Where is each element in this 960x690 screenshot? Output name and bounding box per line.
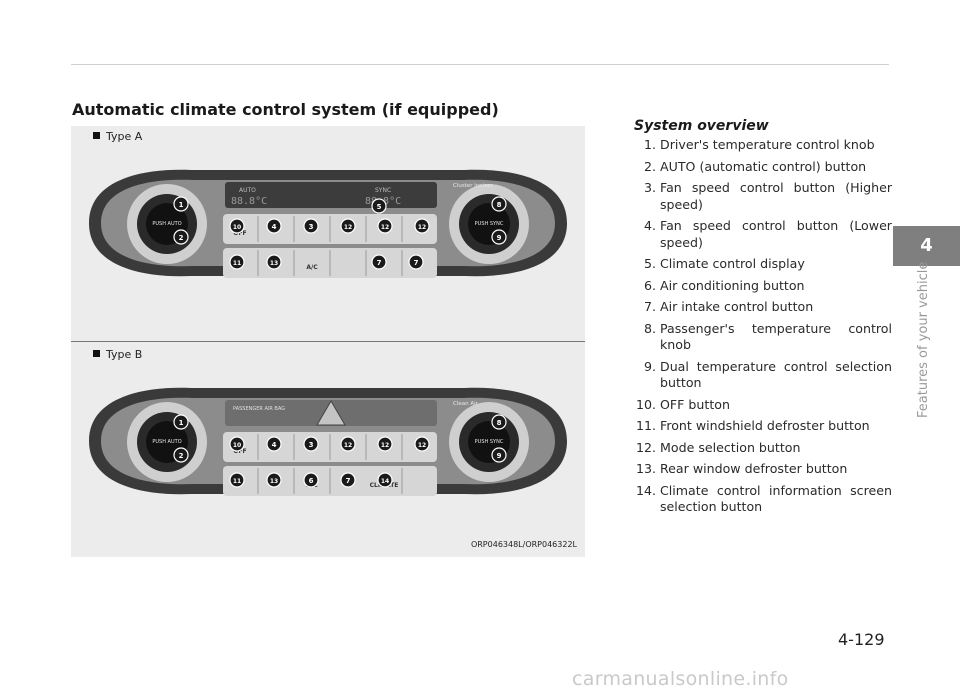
list-item: 13.Rear window defroster button bbox=[635, 461, 848, 476]
svg-text:7: 7 bbox=[346, 477, 351, 485]
type-b-label: Type B bbox=[93, 348, 142, 361]
svg-text:7: 7 bbox=[377, 259, 382, 267]
svg-text:12: 12 bbox=[381, 442, 389, 449]
list-item: 11.Front windshield defroster button bbox=[635, 418, 870, 433]
svg-text:5: 5 bbox=[377, 203, 382, 211]
chapter-title-vertical: Features of your vehicle bbox=[916, 262, 931, 419]
svg-text:11: 11 bbox=[233, 260, 241, 267]
svg-text:12: 12 bbox=[381, 224, 389, 231]
svg-text:PUSH SYNC: PUSH SYNC bbox=[475, 221, 504, 227]
svg-text:6: 6 bbox=[309, 477, 314, 485]
list-item: 4.Fan speed control button (Lower speed) bbox=[643, 218, 892, 250]
svg-text:1: 1 bbox=[179, 201, 184, 209]
bullet-square-icon bbox=[93, 132, 100, 139]
svg-text:14: 14 bbox=[381, 478, 389, 485]
list-item: 10.OFF button bbox=[635, 396, 730, 412]
climate-control-figure: Type A PUSH AUTO PUSH SYNC AUTO SYNC 88.… bbox=[71, 126, 585, 557]
svg-text:12: 12 bbox=[344, 224, 352, 231]
svg-text:2: 2 bbox=[179, 234, 184, 242]
svg-text:1: 1 bbox=[179, 419, 184, 427]
svg-text:PUSH AUTO: PUSH AUTO bbox=[152, 439, 181, 445]
svg-text:4: 4 bbox=[272, 441, 277, 449]
svg-text:A/C: A/C bbox=[306, 264, 318, 271]
svg-text:13: 13 bbox=[270, 260, 278, 267]
bullet-square-icon bbox=[93, 350, 100, 357]
svg-text:10: 10 bbox=[233, 442, 241, 449]
overview-title: System overview bbox=[634, 118, 769, 134]
svg-text:AUTO: AUTO bbox=[239, 187, 256, 194]
climate-panel-type-a: PUSH AUTO PUSH SYNC AUTO SYNC 88.8°C 88.… bbox=[89, 169, 567, 278]
page-number: 4-129 bbox=[838, 630, 885, 649]
svg-text:4: 4 bbox=[272, 223, 277, 231]
svg-text:12: 12 bbox=[344, 442, 352, 449]
list-item: 8.Passenger's temperature control knob bbox=[643, 320, 892, 353]
svg-text:7: 7 bbox=[414, 259, 419, 267]
svg-text:3: 3 bbox=[309, 223, 314, 231]
svg-text:3: 3 bbox=[309, 441, 314, 449]
svg-text:OFF: OFF bbox=[233, 448, 246, 455]
list-item: 7.Air intake control button bbox=[643, 299, 814, 314]
list-item: 2.AUTO (automatic control) button bbox=[643, 158, 867, 174]
svg-text:12: 12 bbox=[418, 442, 426, 449]
svg-text:2: 2 bbox=[179, 452, 184, 460]
chapter-tab: 4 bbox=[893, 226, 960, 266]
svg-text:11: 11 bbox=[233, 478, 241, 485]
watermark: carmanualsonline.info bbox=[572, 668, 789, 690]
svg-text:9: 9 bbox=[497, 452, 502, 460]
list-item: 14.Climate control information screen se… bbox=[635, 482, 892, 515]
svg-text:8: 8 bbox=[497, 419, 502, 427]
svg-text:SYNC: SYNC bbox=[375, 187, 391, 194]
svg-text:PUSH SYNC: PUSH SYNC bbox=[475, 439, 504, 445]
list-item: 9.Dual temperature control selection but… bbox=[643, 358, 892, 391]
svg-text:Clean Air: Clean Air bbox=[453, 401, 479, 407]
svg-text:Cluster ionizer: Cluster ionizer bbox=[453, 183, 493, 189]
svg-text:8: 8 bbox=[497, 201, 502, 209]
top-rule bbox=[71, 64, 889, 65]
list-item: 6.Air conditioning button bbox=[643, 277, 805, 293]
svg-text:PUSH AUTO: PUSH AUTO bbox=[152, 221, 181, 227]
type-a-label: Type A bbox=[93, 130, 142, 143]
svg-text:9: 9 bbox=[497, 234, 502, 242]
overview-list: 1.Driver's temperature control knob 2.AU… bbox=[630, 137, 892, 521]
svg-text:OFF: OFF bbox=[233, 230, 246, 237]
list-item: 12.Mode selection button bbox=[635, 439, 801, 455]
svg-text:PASSENGER AIR BAG: PASSENGER AIR BAG bbox=[233, 406, 285, 412]
svg-text:10: 10 bbox=[233, 224, 241, 231]
climate-panel-type-b: PUSH AUTO PUSH SYNC PASSENGER AIR BAG Cl… bbox=[89, 387, 567, 496]
list-item: 3.Fan speed control button (Higher speed… bbox=[643, 180, 892, 212]
svg-text:88.8°C: 88.8°C bbox=[231, 196, 267, 207]
figure-code: ORP046348L/ORP046322L bbox=[470, 540, 577, 549]
section-title: Automatic climate control system (if equ… bbox=[72, 100, 499, 119]
svg-text:13: 13 bbox=[270, 478, 278, 485]
list-item: 5.Climate control display bbox=[643, 256, 805, 271]
svg-text:12: 12 bbox=[418, 224, 426, 231]
list-item: 1.Driver's temperature control knob bbox=[643, 137, 875, 152]
figure-divider bbox=[71, 341, 585, 342]
